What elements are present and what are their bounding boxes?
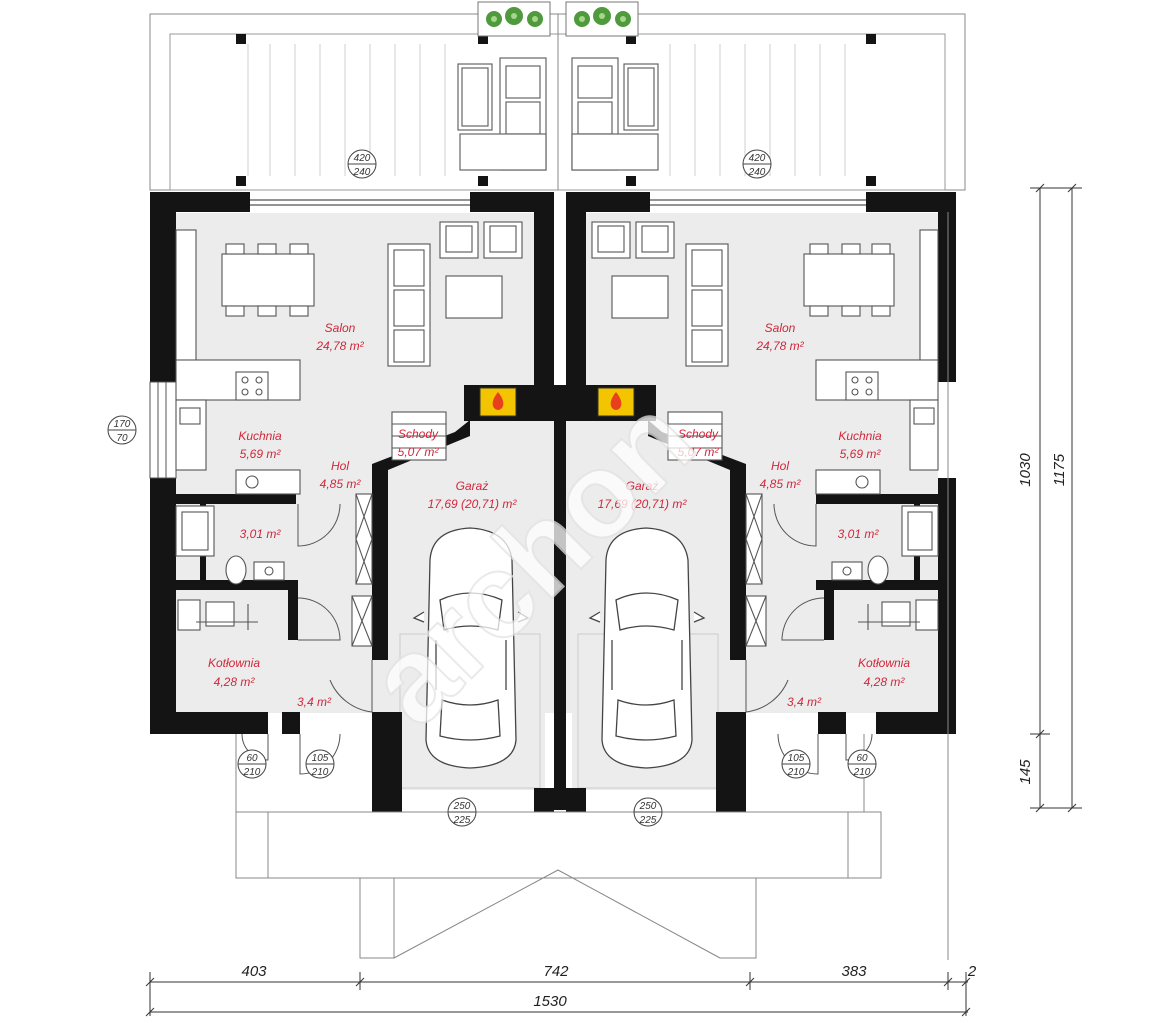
dim-seg2: 742 xyxy=(543,963,569,980)
kuchnia-right-area: 5,69 m² xyxy=(840,447,882,461)
kotlownia-left-area: 4,28 m² xyxy=(214,675,256,689)
dimension-lines xyxy=(145,183,1082,1017)
entrance-area xyxy=(235,212,949,960)
opening-tag-terrace-right: 420 240 xyxy=(742,149,772,179)
closet-left-area: 3,4 m² xyxy=(297,695,332,709)
kuchnia-right-name: Kuchnia xyxy=(838,429,882,443)
dim-height-total: 1175 xyxy=(1051,453,1068,486)
schody-right-name: Schody xyxy=(678,427,719,441)
car-left xyxy=(412,527,530,769)
car-right xyxy=(588,527,706,769)
dim-seg4: 2 xyxy=(967,963,977,980)
garaz-left-name: Garaż xyxy=(456,479,489,493)
svg-text:420: 420 xyxy=(354,153,371,164)
opening-tag-garage-left: 250 225 xyxy=(447,797,477,827)
svg-text:60: 60 xyxy=(246,753,258,764)
opening-tag-door-kotlownia-right: 60 210 xyxy=(847,749,877,779)
hol-left-area: 4,85 m² xyxy=(320,477,362,491)
svg-text:210: 210 xyxy=(853,767,871,778)
kuchnia-left-area: 5,69 m² xyxy=(240,447,282,461)
kotlownia-right-area: 4,28 m² xyxy=(864,675,906,689)
svg-text:225: 225 xyxy=(453,815,471,826)
svg-text:70: 70 xyxy=(116,433,128,444)
dim-seg3: 383 xyxy=(841,963,867,980)
schody-left-name: Schody xyxy=(398,427,439,441)
schody-right-area: 5,07 m² xyxy=(678,445,720,459)
garaz-left-area: 17,69 (20,71) m² xyxy=(428,497,518,511)
garaz-right-name: Garaż xyxy=(626,479,659,493)
svg-text:60: 60 xyxy=(856,753,868,764)
hol-right-name: Hol xyxy=(771,459,789,473)
kotlownia-left-name: Kotłownia xyxy=(208,656,260,670)
opening-tag-terrace-left: 420 240 xyxy=(347,149,377,179)
wc-left-area: 3,01 m² xyxy=(240,527,282,541)
garaz-right-area: 17,69 (20,71) m² xyxy=(598,497,688,511)
dim-total: 1530 xyxy=(533,993,567,1010)
opening-tag-garage-right: 250 225 xyxy=(633,797,663,827)
svg-text:170: 170 xyxy=(114,419,131,430)
kotlownia-right-name: Kotłownia xyxy=(858,656,910,670)
opening-tag-door-entry-right: 105 210 xyxy=(781,749,811,779)
closet-right-area: 3,4 m² xyxy=(787,695,822,709)
dim-seg1: 403 xyxy=(241,963,267,980)
dimension-labels: 403 742 383 2 1530 1030 1175 145 xyxy=(241,453,1068,1010)
dim-height-main: 1030 xyxy=(1017,453,1034,487)
salon-right-area: 24,78 m² xyxy=(755,339,804,353)
svg-text:250: 250 xyxy=(453,801,471,812)
fireplace-icon xyxy=(479,387,635,417)
room-labels: Salon 24,78 m² Salon 24,78 m² Kuchnia 5,… xyxy=(208,321,910,709)
terrace-doors xyxy=(250,199,866,206)
kuchnia-left-name: Kuchnia xyxy=(238,429,282,443)
terrace: 420 240 420 240 xyxy=(149,1,966,191)
hol-left-name: Hol xyxy=(331,459,349,473)
svg-text:105: 105 xyxy=(312,753,329,764)
salon-left-name: Salon xyxy=(325,321,356,335)
salon-left-area: 24,78 m² xyxy=(315,339,364,353)
salon-right-name: Salon xyxy=(765,321,796,335)
svg-text:225: 225 xyxy=(639,815,657,826)
kitchen-window: 170 70 xyxy=(107,381,177,479)
wc-right-area: 3,01 m² xyxy=(838,527,880,541)
svg-text:240: 240 xyxy=(353,167,371,178)
svg-text:240: 240 xyxy=(748,167,766,178)
opening-tag-kitchen-window: 170 70 xyxy=(107,415,137,445)
svg-text:420: 420 xyxy=(749,153,766,164)
svg-text:105: 105 xyxy=(788,753,805,764)
opening-tag-door-kotlownia-left: 60 210 xyxy=(237,749,267,779)
svg-text:210: 210 xyxy=(787,767,805,778)
furniture-left xyxy=(175,221,523,647)
schody-left-area: 5,07 m² xyxy=(398,445,440,459)
svg-text:250: 250 xyxy=(639,801,657,812)
svg-text:210: 210 xyxy=(243,767,261,778)
hol-right-area: 4,85 m² xyxy=(760,477,802,491)
svg-text:210: 210 xyxy=(311,767,329,778)
furniture-right xyxy=(591,221,939,647)
dim-height-bottom: 145 xyxy=(1017,759,1034,785)
opening-tag-door-entry-left: 105 210 xyxy=(305,749,335,779)
